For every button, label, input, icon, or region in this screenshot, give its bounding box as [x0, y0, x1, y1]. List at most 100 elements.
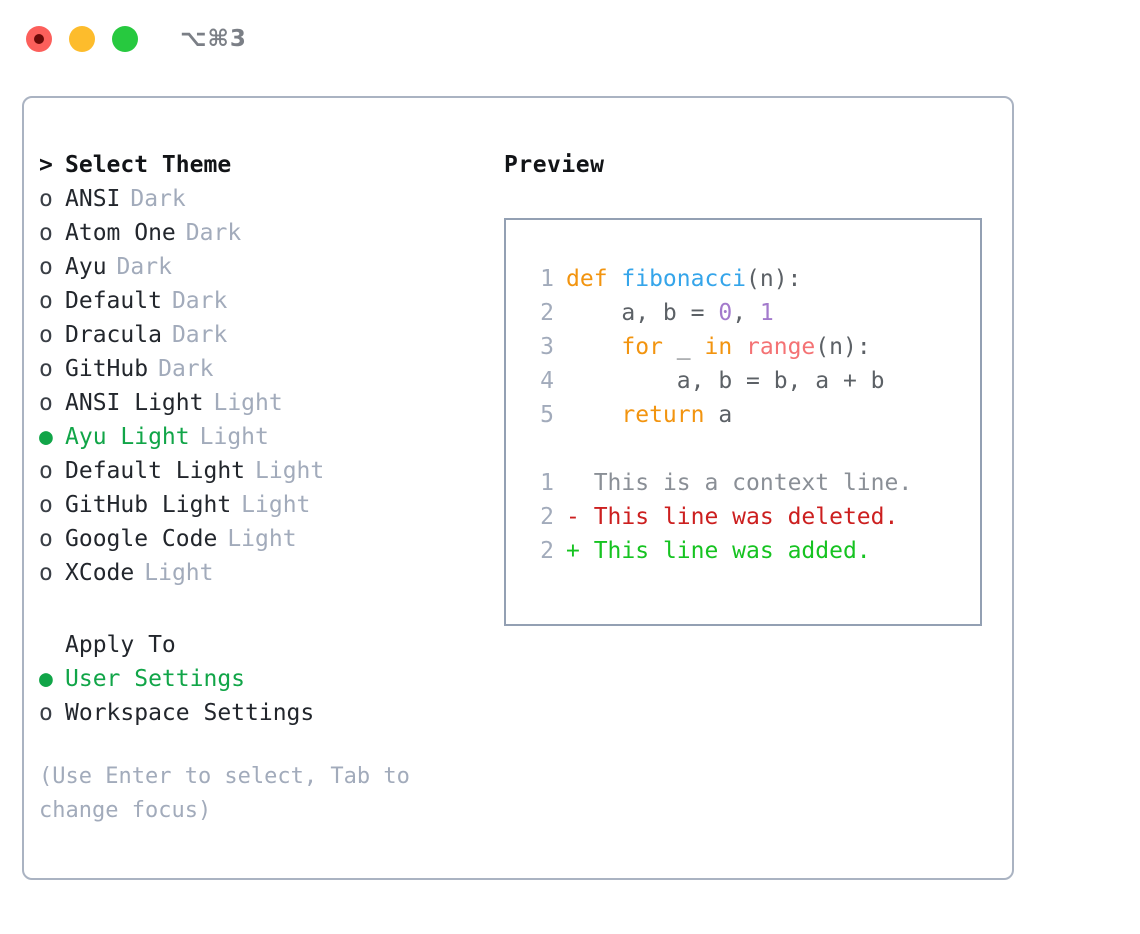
apply-to-heading: o Apply To: [39, 628, 499, 662]
theme-option-tag: Dark: [171, 322, 228, 348]
blank-marker: o: [39, 628, 65, 662]
theme-option-label: XCode: [65, 560, 135, 586]
code-line-text: return a: [566, 398, 732, 432]
theme-option[interactable]: o Google Code Light: [39, 522, 499, 556]
maximize-button[interactable]: [112, 26, 138, 52]
caret-icon: >: [39, 152, 53, 178]
radio-unselected-icon: o: [39, 700, 53, 726]
theme-option[interactable]: o GitHub Light Light: [39, 488, 499, 522]
radio-unselected-icon: o: [39, 254, 53, 280]
theme-option-tag: Light: [227, 526, 297, 552]
code-token: range: [746, 334, 816, 360]
theme-option[interactable]: o Default Light Light: [39, 454, 499, 488]
radio-unselected-icon: o: [39, 390, 53, 416]
radio-unselected-icon: o: [39, 220, 53, 246]
code-token: (n):: [746, 266, 802, 292]
diff-line: 2 + This line was added.: [522, 534, 980, 568]
code-line-text: for _ in range(n):: [566, 330, 871, 364]
theme-option[interactable]: o XCode Light: [39, 556, 499, 590]
close-button[interactable]: [26, 26, 52, 52]
diff-line-sign: -: [566, 504, 580, 530]
theme-option-label: Ayu: [65, 254, 107, 280]
diff-line-number: 2: [540, 538, 554, 564]
code-line: 4 a, b = b, a + b: [522, 364, 980, 398]
diff-line-sign: [566, 466, 580, 500]
code-token: in: [704, 334, 733, 360]
keyboard-hint-text: (Use Enter to select, Tab to change focu…: [39, 764, 424, 823]
title-bar: ⌥⌘3: [0, 0, 1140, 78]
apply-to-option-label: Workspace Settings: [65, 700, 315, 726]
diff-line-text: This line was deleted.: [579, 504, 899, 530]
code-line-number: 4: [540, 368, 554, 394]
code-token: 0: [718, 300, 733, 326]
code-line: 3 for _ in range(n):: [522, 330, 980, 364]
preview-title: Preview: [504, 152, 605, 178]
diff-line-text: This is a context line.: [579, 470, 913, 496]
theme-option-tag: Light: [241, 492, 311, 518]
diff-line-sign: +: [566, 538, 580, 564]
theme-option-tag: Light: [255, 458, 325, 484]
apply-to-heading-label: Apply To: [65, 632, 176, 658]
theme-option-label: Default Light: [65, 458, 246, 484]
code-token: def: [566, 266, 622, 292]
theme-option-label: Ayu Light: [65, 424, 190, 450]
code-token: 1: [759, 300, 774, 326]
code-line-text: def fibonacci(n):: [566, 262, 801, 296]
theme-option-tag: Light: [144, 560, 214, 586]
theme-option[interactable]: o Ayu Dark: [39, 250, 499, 284]
code-diff-spacer: [522, 432, 980, 466]
radio-unselected-icon: o: [39, 458, 53, 484]
theme-option-tag: Dark: [171, 288, 228, 314]
apply-to-option[interactable]: ●User Settings: [39, 662, 499, 696]
code-line-number: 5: [540, 402, 554, 428]
code-line-number: 1: [540, 266, 554, 292]
code-token: a, b =: [566, 300, 719, 326]
theme-option-label: GitHub: [65, 356, 149, 382]
theme-option-label: GitHub Light: [65, 492, 232, 518]
code-token: [566, 334, 621, 360]
theme-option-label: Dracula: [65, 322, 162, 348]
code-line-number: 2: [540, 300, 554, 326]
theme-option[interactable]: o Dracula Dark: [39, 318, 499, 352]
theme-option-label: Default: [65, 288, 162, 314]
code-token: a, b = b, a + b: [566, 368, 885, 394]
code-token: fibonacci: [621, 266, 747, 292]
radio-unselected-icon: o: [39, 560, 53, 586]
apply-to-option[interactable]: o Workspace Settings: [39, 696, 499, 730]
apply-to-list: ●User Settings o Workspace Settings: [39, 662, 499, 730]
radio-selected-icon: ●: [39, 424, 53, 450]
diff-line-text: This line was added.: [579, 538, 871, 564]
code-token: [732, 334, 746, 360]
select-theme-heading: > Select Theme: [39, 148, 499, 182]
radio-unselected-icon: o: [39, 322, 53, 348]
radio-unselected-icon: o: [39, 526, 53, 552]
code-line: 5 return a: [522, 398, 980, 432]
code-token: ,: [732, 300, 760, 326]
minimize-button[interactable]: [69, 26, 95, 52]
select-theme-heading-label: Select Theme: [65, 152, 232, 178]
code-token: a: [704, 402, 733, 428]
radio-selected-icon: ●: [39, 666, 53, 692]
code-token: (n):: [815, 334, 871, 360]
theme-option-tag: Light: [213, 390, 283, 416]
theme-option-label: Google Code: [65, 526, 218, 552]
radio-unselected-icon: o: [39, 356, 53, 382]
theme-option-label: Atom One: [65, 220, 176, 246]
radio-unselected-icon: o: [39, 186, 53, 212]
theme-option-tag: Dark: [116, 254, 172, 280]
code-line-number: 3: [540, 334, 554, 360]
code-token: [566, 402, 621, 428]
radio-unselected-icon: o: [39, 492, 53, 518]
code-line-text: a, b = b, a + b: [566, 364, 885, 398]
